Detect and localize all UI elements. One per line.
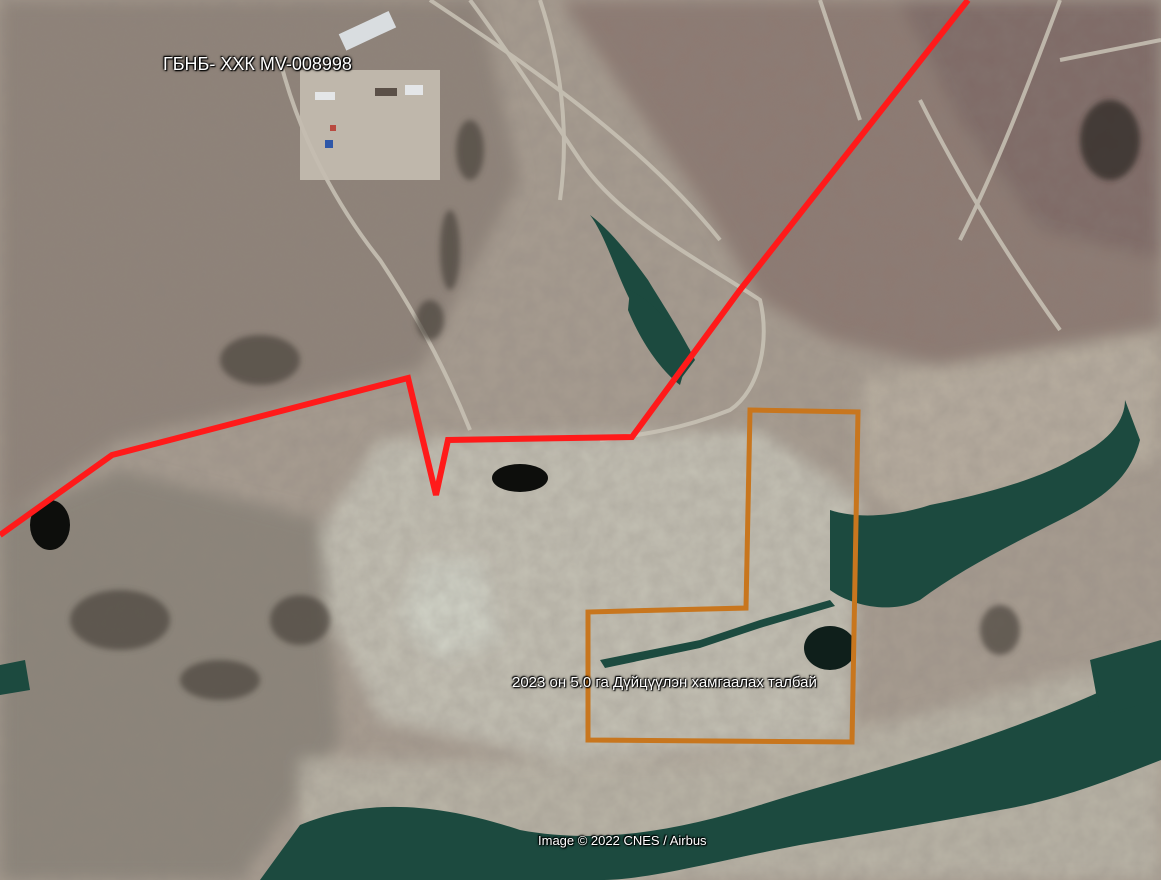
pit-north: [492, 464, 548, 492]
pit-west: [30, 500, 70, 550]
imagery-credit: Image © 2022 CNES / Airbus: [538, 833, 707, 848]
dirt-roads: [278, 0, 1161, 442]
river: [260, 660, 1161, 880]
protected-area-label: 2023 он 5.0 га Дүйцүүлэн хамгаалах талба…: [512, 674, 817, 691]
pond-center: [804, 626, 856, 670]
license-boundary-line: [0, 0, 971, 538]
water-bodies: [0, 215, 1161, 880]
east-lake: [830, 400, 1140, 608]
license-label: ГБНБ- ХХК MV-008998: [163, 54, 352, 74]
protected-area-outline[interactable]: [585, 407, 861, 745]
scrub-spots: [70, 100, 1140, 700]
facility: [300, 11, 440, 180]
